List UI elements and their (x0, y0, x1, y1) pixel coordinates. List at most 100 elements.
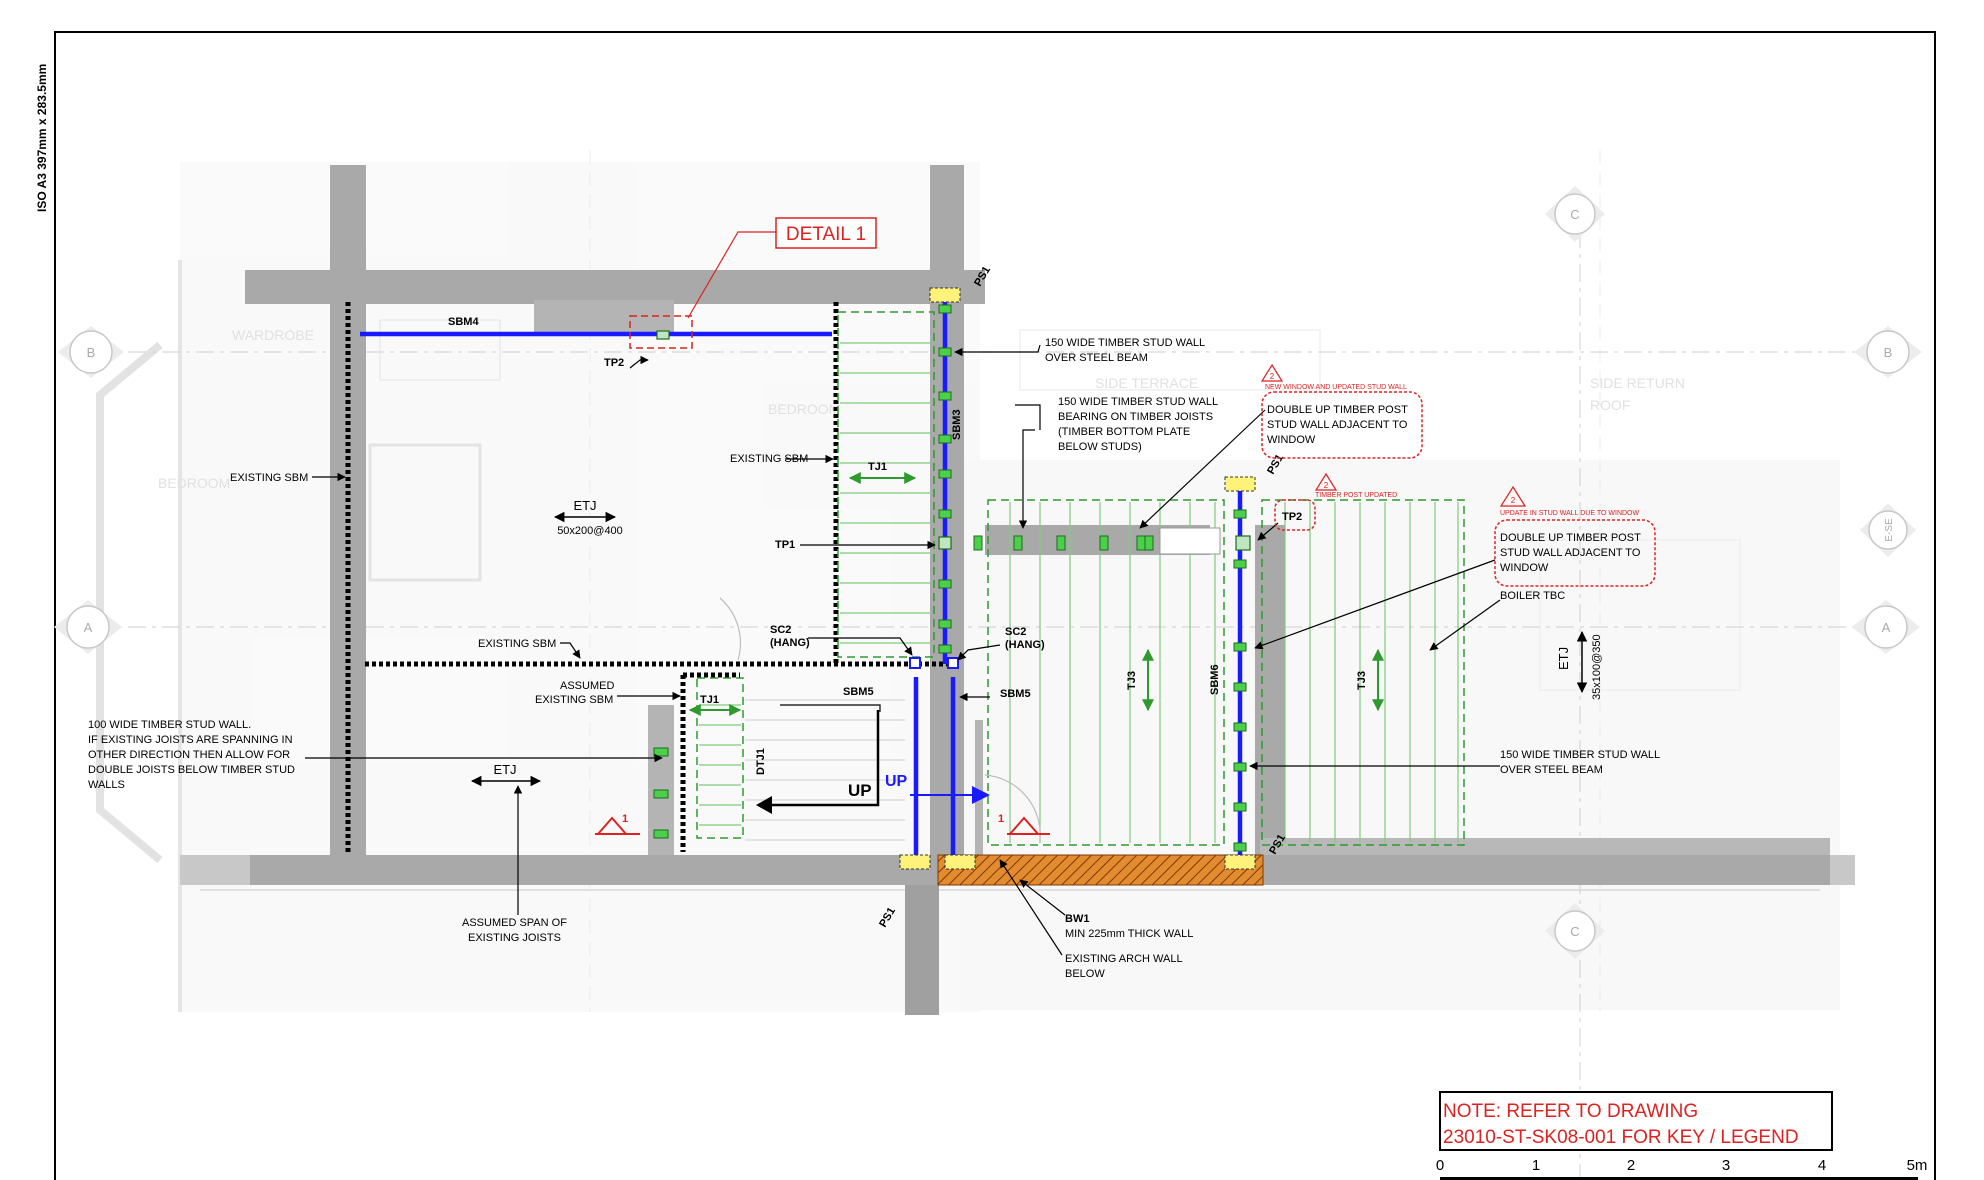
revision-a-title: NEW WINDOW AND UPDATED STUD WALL (1265, 384, 1407, 391)
member-labels: SBM4 SBM3 SBM5 SBM5 SBM6 TJ1 TJ1 DTJ1 TJ… (448, 264, 1368, 929)
faded-label-side-return-2: ROOF (1590, 397, 1630, 413)
section-mark-right-label: 1 (998, 813, 1004, 825)
faded-label-side-terrace: SIDE TERRACE (1095, 375, 1198, 391)
label-sbm5-left: SBM5 (843, 686, 874, 698)
note-stud-150-right-1: 150 WIDE TIMBER STUD WALL (1500, 749, 1660, 761)
label-tj3-right: TJ3 (1356, 671, 1368, 690)
label-tj1-stair: TJ1 (700, 694, 719, 706)
note-stud-150-top-1: 150 WIDE TIMBER STUD WALL (1045, 337, 1205, 349)
note-stud-100-1: 100 WIDE TIMBER STUD WALL. (88, 719, 251, 731)
label-tp2-top: TP2 (604, 357, 624, 369)
revision-a-mark: 2 (1270, 372, 1275, 381)
note-existing-sbm-top: EXISTING SBM (730, 453, 808, 465)
label-sbm6: SBM6 (1209, 664, 1221, 695)
note-stud-100-4: DOUBLE JOISTS BELOW TIMBER STUD (88, 764, 295, 776)
grid-marker-b-left: B (58, 326, 124, 378)
legend-note: NOTE: REFER TO DRAWING 23010-ST-SK08-001… (1439, 1091, 1833, 1151)
note-existing-sbm-left: EXISTING SBM (230, 472, 308, 484)
note-stud-150-joists-3: (TIMBER BOTTOM PLATE (1058, 426, 1190, 438)
stair-up: UP UP (756, 710, 908, 814)
revision-a-line-2: STUD WALL ADJACENT TO (1267, 419, 1408, 431)
faded-label-wardrobe: WARDROBE (232, 327, 314, 343)
scale-tick-4: 4 (1818, 1157, 1826, 1174)
joist-lines-tj3-left (1009, 502, 1216, 843)
note-stud-100-2: IF EXISTING JOISTS ARE SPANNING IN (88, 734, 293, 746)
scale-tick-5: 5m (1907, 1157, 1928, 1174)
etj-right: ETJ 35x100@350 (1556, 630, 1603, 700)
note-stud-100-3: OTHER DIRECTION THEN ALLOW FOR (88, 749, 290, 761)
grid-b-label-left: B (87, 345, 96, 360)
door-swing-right (984, 774, 1041, 841)
grid-c-label-bottom: C (1570, 924, 1579, 939)
revision-a-line-1: DOUBLE UP TIMBER POST (1267, 404, 1408, 416)
detail-1-callout: DETAIL 1 (629, 217, 877, 349)
revision-b: 2 TIMBER POST UPDATED (1274, 472, 1397, 531)
note-sc2-right-1: SC2 (1005, 626, 1026, 638)
grid-c-label-top: C (1570, 207, 1579, 222)
etj-right-label: ETJ (1556, 647, 1571, 670)
note-assumed-sbm-2: EXISTING SBM (535, 694, 613, 706)
window-opening (1159, 527, 1221, 555)
revision-c-line-2: STUD WALL ADJACENT TO (1500, 547, 1641, 559)
joist-lines-tj1-top (840, 342, 932, 644)
grid-e-se-label: E-SE (1884, 518, 1895, 542)
section-mark-left-label: 1 (622, 813, 628, 825)
door-swing-left (719, 597, 742, 661)
label-tj3-left: TJ3 (1126, 671, 1138, 690)
note-stud-150-top-2: OVER STEEL BEAM (1045, 352, 1148, 364)
existing-sbm-lines (345, 302, 958, 855)
note-assumed-sbm-1: ASSUMED (560, 680, 614, 692)
note-assumed-span-1: ASSUMED SPAN OF (462, 917, 567, 929)
section-mark-right: 1 (998, 813, 1050, 835)
scale-tick-2: 2 (1627, 1157, 1635, 1174)
note-assumed-span-2: EXISTING JOISTS (468, 932, 561, 944)
scale-tick-0: 0 (1436, 1157, 1444, 1174)
sheet-size-label: ISO A3 397mm x 283.5mm (35, 64, 49, 212)
etj-lower: ETJ (470, 762, 542, 787)
annotations: EXISTING SBM EXISTING SBM EXISTING SBM T… (88, 337, 1660, 980)
grid-marker-e-se: E-SE (1860, 503, 1916, 557)
etj-room-label: ETJ (573, 498, 596, 513)
faded-label-bedroom-1: BEDROOM (158, 475, 230, 491)
revision-c-line-1: DOUBLE UP TIMBER POST (1500, 532, 1641, 544)
note-stud-150-right-2: OVER STEEL BEAM (1500, 764, 1603, 776)
etj-room: ETJ 50x200@400 (553, 498, 623, 537)
scale-bar: 0 1 2 3 4 5m (1436, 1157, 1928, 1180)
note-tp1: TP1 (775, 539, 795, 551)
detail-1-box (775, 217, 877, 249)
etj-right-size: 35x100@350 (1591, 634, 1603, 700)
note-stud-150-joists-1: 150 WIDE TIMBER STUD WALL (1058, 396, 1218, 408)
joist-arrows (688, 472, 1384, 716)
grid-b-label-right: B (1884, 345, 1893, 360)
etj-room-size: 50x200@400 (557, 525, 623, 537)
note-bw1-2: MIN 225mm THICK WALL (1065, 928, 1193, 940)
grid-marker-a-right: A (1852, 600, 1920, 654)
grid-a-label-right: A (1882, 620, 1891, 635)
faded-label-bedroom-2: BEDROOM (768, 401, 840, 417)
scale-tick-3: 3 (1722, 1157, 1730, 1174)
stud-markers (653, 304, 1247, 852)
note-stud-100-5: WALLS (88, 779, 125, 791)
revision-c: 2 UPDATE IN STUD WALL DUE TO WINDOW DOUB… (1494, 485, 1656, 587)
grid-marker-a-left: A (54, 600, 122, 654)
note-bw1-1: BW1 (1065, 913, 1089, 925)
etj-lower-label: ETJ (493, 762, 516, 777)
joist-zones (696, 311, 1465, 846)
grid-marker-b-right: B (1854, 326, 1922, 378)
note-stud-150-joists-4: BELOW STUDS) (1058, 441, 1142, 453)
note-boiler: BOILER TBC (1500, 590, 1565, 602)
note-arch-2: BELOW (1065, 968, 1105, 980)
timber-posts (656, 330, 1251, 551)
legend-note-line-1: NOTE: REFER TO DRAWING (1443, 1101, 1698, 1122)
note-existing-sbm-mid: EXISTING SBM (478, 638, 556, 650)
note-sc2-left-2: (HANG) (770, 637, 810, 649)
sc2-hangers (909, 657, 959, 669)
revision-c-title: UPDATE IN STUD WALL DUE TO WINDOW (1500, 510, 1639, 517)
brick-wall-bw1 (937, 854, 1264, 886)
faded-label-side-return-1: SIDE RETURN (1590, 375, 1685, 391)
up-label-blue: UP (885, 773, 908, 790)
joist-lines-tj3-right (1284, 502, 1459, 843)
note-arch-1: EXISTING ARCH WALL (1065, 953, 1183, 965)
legend-note-line-2: 23010-ST-SK08-001 FOR KEY / LEGEND (1443, 1127, 1799, 1148)
grid-marker-c-bottom: C (1545, 903, 1605, 959)
